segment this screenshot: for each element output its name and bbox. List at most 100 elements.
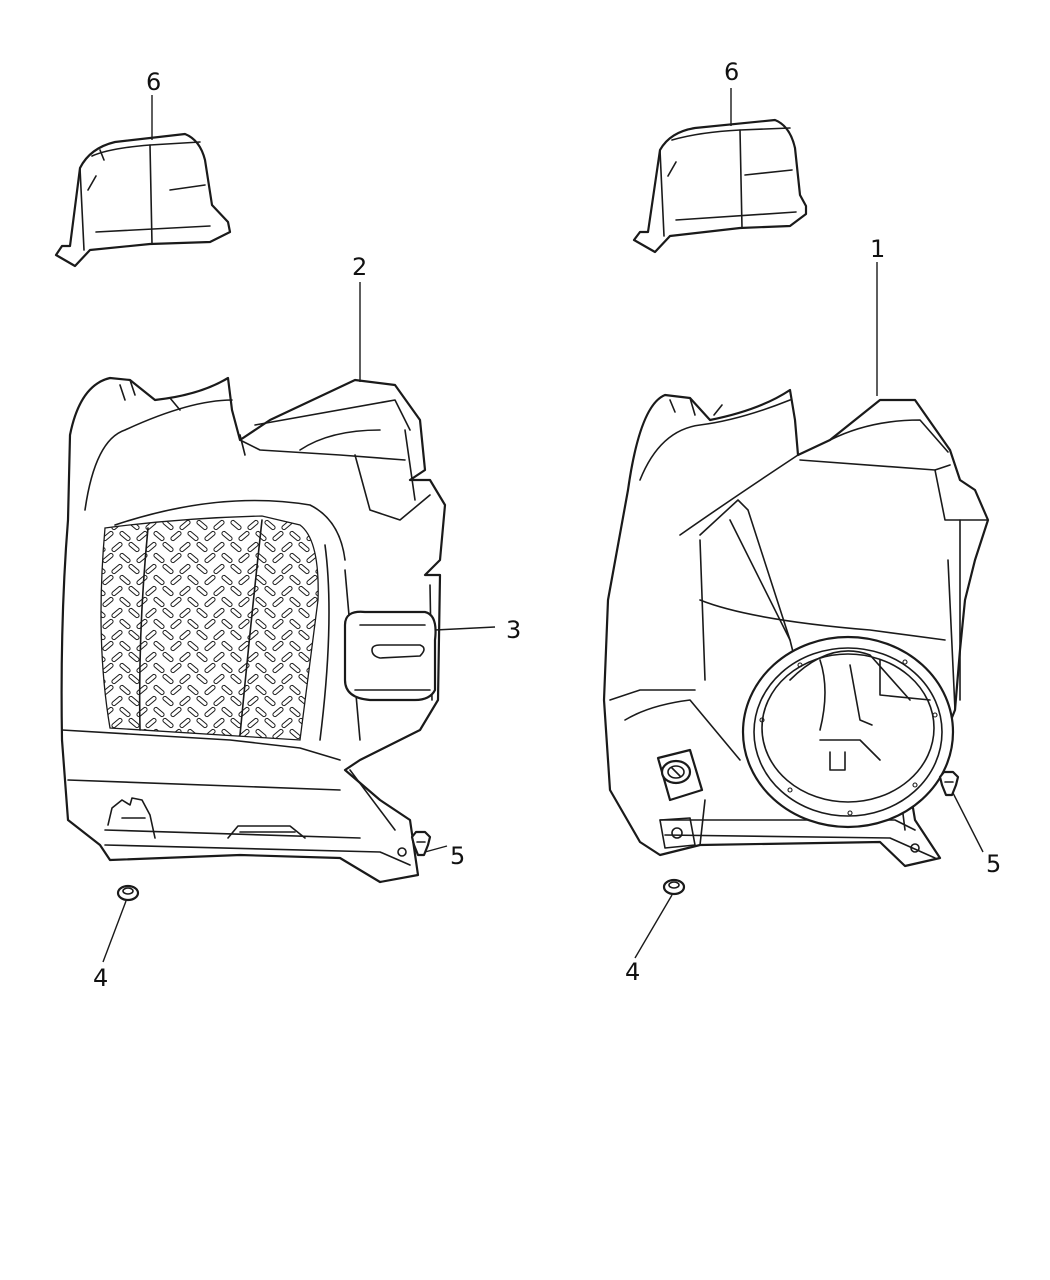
tread-diamond [179,673,191,685]
tread-diamond [238,574,250,586]
tread-diamond [221,552,233,564]
tread-diamond [187,530,199,542]
tread-diamond [298,651,310,663]
tread-diamond [204,640,216,652]
tread-diamond [102,662,114,674]
tread-diamond [170,530,182,542]
tread-diamond [179,519,191,531]
tread-diamond [128,673,140,685]
tread-diamond [289,552,301,564]
tread-diamond [221,530,233,542]
tread-diamond [187,662,199,674]
tread-diamond [289,596,301,608]
tread-diamond [102,640,114,652]
tread-diamond [145,629,157,641]
tread-diamond [230,695,242,707]
tread-diamond [272,552,284,564]
tread-diamond [162,585,174,597]
tread-diamond [281,541,293,553]
tread-diamond [111,673,123,685]
tread-diamond [128,695,140,707]
tread-diamond [145,563,157,575]
left-nut [116,884,140,902]
tread-diamond [145,651,157,663]
tread-diamond [153,552,165,564]
tread-diamond [101,607,106,619]
tread-diamond [264,541,276,553]
leader-lines [102,88,984,963]
tread-diamond [119,706,131,718]
tread-diamond [187,706,199,718]
tread-diamond [153,596,165,608]
tread-diamond [289,728,301,740]
tread-diamond [255,706,267,718]
tread-diamond [289,640,301,652]
tread-diamond [289,618,301,630]
tread-diamond [145,607,157,619]
callout-right-stud: 5 [986,850,1001,878]
tread-diamond [170,640,182,652]
tread-diamond [119,530,131,542]
tread-diamond [230,607,242,619]
tread-diamond [315,563,319,575]
tread-diamond [128,629,140,641]
callout-left-panel: 2 [352,253,367,281]
tread-diamond [119,552,131,564]
tread-diamond [272,530,284,542]
tread-diamond [196,651,208,663]
tread-diamond [247,629,259,641]
tread-diamond [196,629,208,641]
tread-diamond [315,585,319,597]
tread-diamond [289,662,301,674]
tread-diamond [213,717,225,729]
left-top-cap [54,132,232,268]
tread-diamond [255,684,267,696]
tread-diamond [221,640,233,652]
tread-diamond [179,629,191,641]
tread-diamond [306,596,318,608]
tread-diamond [264,695,276,707]
tread-diamond [281,607,293,619]
tread-diamond [128,563,140,575]
tread-diamond [272,684,284,696]
tread-diamond [230,541,242,553]
tread-diamond [281,651,293,663]
tread-diamond [230,673,242,685]
tread-diamond [136,530,148,542]
tread-diamond [281,563,293,575]
tread-diamond [272,618,284,630]
tread-diamond [153,618,165,630]
tread-diamond [136,552,148,564]
tread-diamond [264,607,276,619]
tread-diamond [153,662,165,674]
tread-diamond [264,585,276,597]
tread-diamond [196,607,208,619]
tread-diamond [213,563,225,575]
tread-diamond [255,640,267,652]
tread-diamond [196,695,208,707]
tread-diamond [230,629,242,641]
tread-diamond [119,662,131,674]
tread-diamond [170,596,182,608]
tread-diamond [230,563,242,575]
tread-diamond [153,574,165,586]
tread-diamond [221,684,233,696]
tread-diamond [162,541,174,553]
tread-diamond [289,706,301,718]
tread-diamond [153,684,165,696]
tread-diamond [162,673,174,685]
tread-diamond [213,651,225,663]
callout-right-nut: 4 [625,958,640,986]
leader-left-nut [102,900,127,963]
right-power-outlet [656,748,704,802]
tread-diamond [264,717,276,729]
tread-diamond [179,607,191,619]
tread-diamond [298,607,310,619]
tread-diamond [298,541,310,553]
tread-diamond [162,629,174,641]
tread-diamond [272,706,284,718]
tread-diamond [213,519,225,531]
leader-right-stud [952,792,984,853]
tread-diamond [119,684,131,696]
tread-diamond [221,618,233,630]
